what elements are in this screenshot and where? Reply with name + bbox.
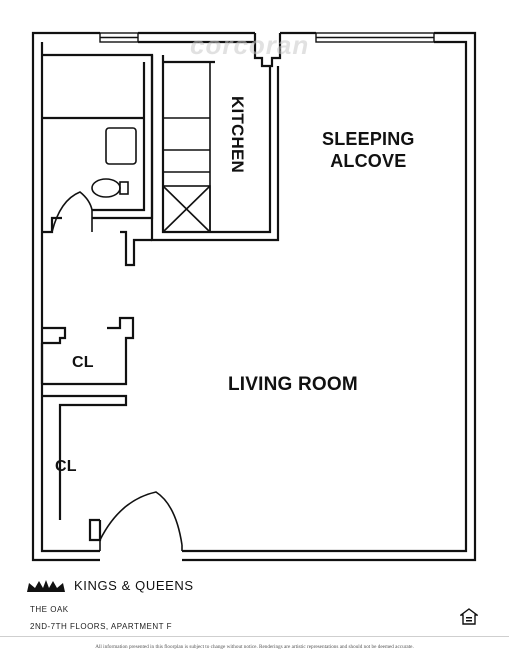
equal-housing-icon xyxy=(460,608,478,625)
disclaimer: All information presented in this floorp… xyxy=(95,644,414,650)
kitchen-label: KITCHEN xyxy=(228,96,247,173)
bath-door xyxy=(51,191,93,233)
entry-door xyxy=(99,491,183,551)
crown-icon xyxy=(27,579,65,592)
kitchen-walls xyxy=(150,55,280,242)
brand-block: KINGS & QUEENS xyxy=(26,578,194,593)
sleeping-alcove-label-line2: ALCOVE xyxy=(330,151,407,171)
sleeping-alcove-label-line1: SLEEPING xyxy=(322,129,415,149)
closet-2-walls xyxy=(42,394,128,542)
sleeping-alcove-label: SLEEPING ALCOVE xyxy=(322,128,415,172)
exterior-wall xyxy=(31,31,477,562)
footer-divider xyxy=(0,636,509,637)
watermark: corcoran xyxy=(190,30,310,60)
closet-2-label: CL xyxy=(55,458,77,475)
building-name: THE OAK xyxy=(30,605,69,614)
closet-1-walls xyxy=(40,316,135,386)
floors-unit: 2ND-7TH FLOORS, APARTMENT F xyxy=(30,622,172,631)
partition xyxy=(120,230,152,267)
column xyxy=(253,33,282,68)
tub xyxy=(105,127,137,165)
kitchen-counter xyxy=(162,62,211,233)
window xyxy=(99,32,435,43)
toilet xyxy=(91,178,129,198)
floor-plan xyxy=(31,31,477,562)
living-room-label: LIVING ROOM xyxy=(228,374,358,395)
brand-name: KINGS & QUEENS xyxy=(74,578,194,593)
closet-1-label: CL xyxy=(72,354,94,371)
